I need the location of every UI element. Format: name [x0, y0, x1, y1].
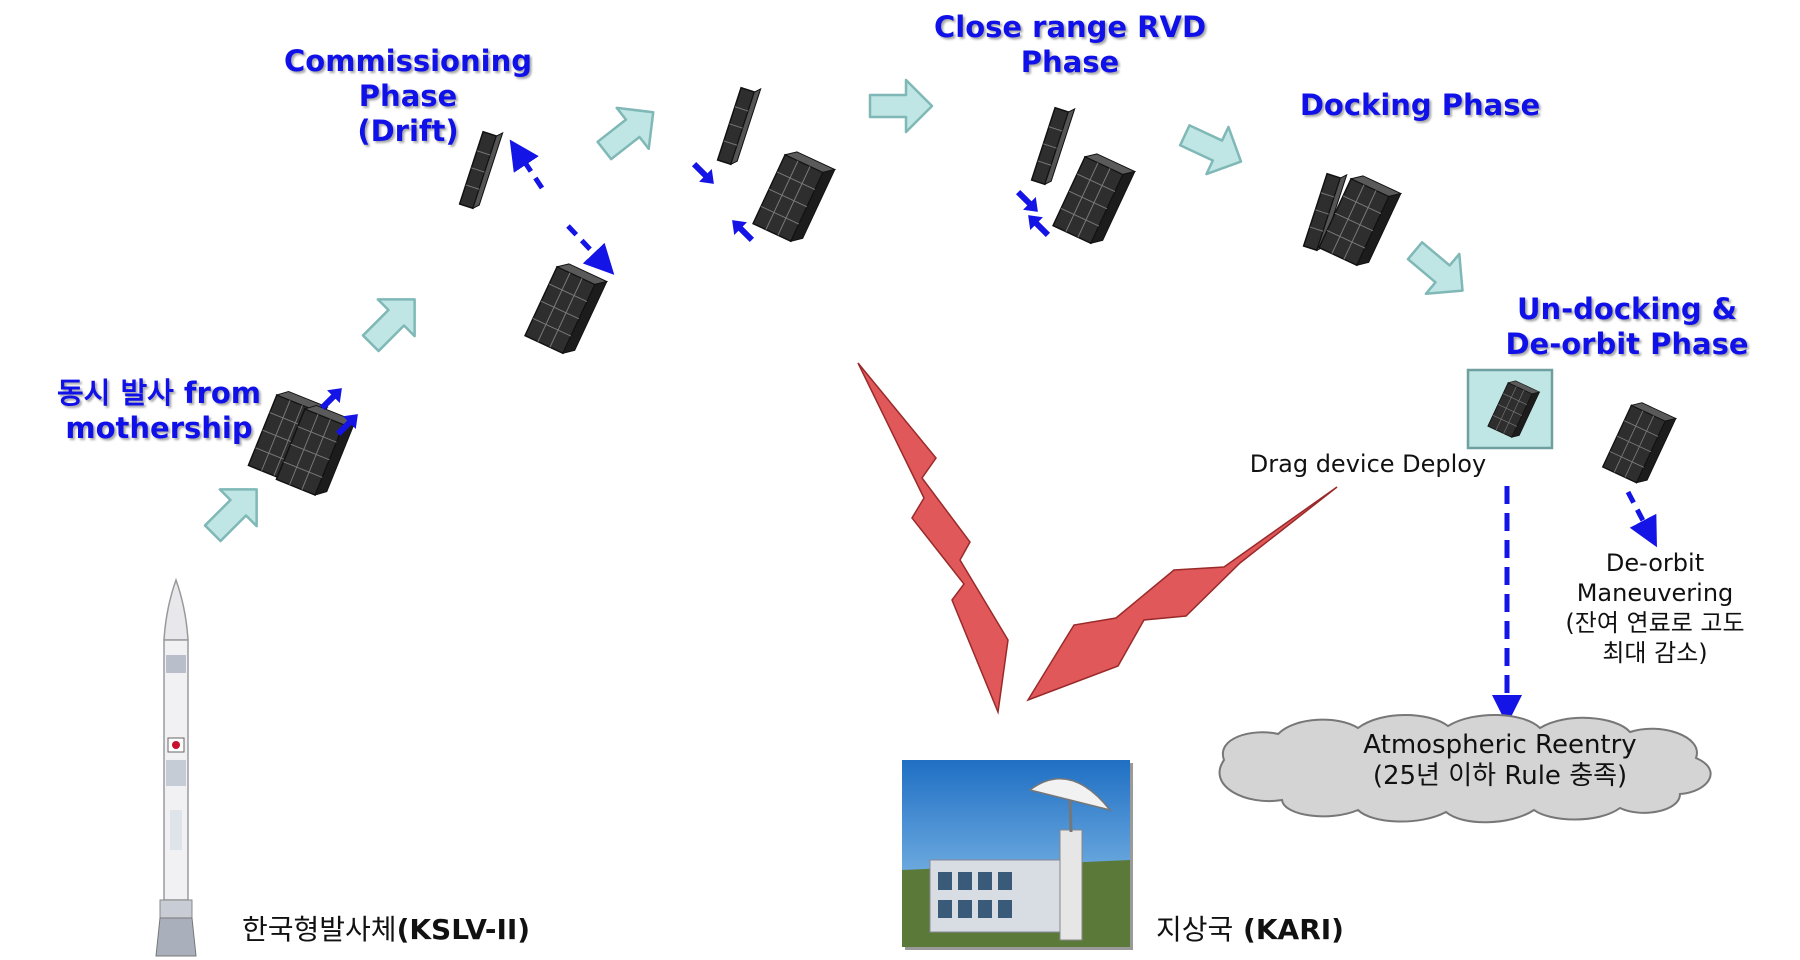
motion-arrows [315, 139, 1657, 725]
satellites [247, 82, 1677, 500]
cloud-shape [1218, 713, 1712, 824]
satellite-icon [752, 147, 836, 246]
reentry-label: Atmospheric Reentry(25년 이하 Rule 충족) [1363, 730, 1637, 791]
comm-link-left [857, 362, 1009, 715]
ground-station-caption: 지상국 (KARI) [1156, 908, 1344, 948]
satellite-icon [1030, 102, 1076, 187]
flow-arrow-3 [587, 90, 671, 173]
flow-arrow-1 [193, 469, 277, 553]
motion-arrow [1021, 208, 1055, 242]
flow-arrow-6 [1397, 229, 1481, 312]
comm-link-right [1026, 486, 1338, 702]
satellite-icon [716, 82, 762, 167]
flow-arrows [193, 78, 1481, 553]
rocket-caption-kr: 한국형발사체 [242, 913, 397, 946]
ground-caption-en: (KARI) [1233, 913, 1344, 946]
drag-device-label: Drag device Deploy [1249, 450, 1487, 478]
ground-caption-kr: 지상국 [1156, 913, 1234, 946]
phase-label-undocking: Un-docking &De-orbit Phase [1505, 292, 1749, 361]
dashed-arrow [509, 139, 545, 190]
flow-arrow-2 [351, 279, 435, 363]
satellite-icon [1602, 398, 1677, 487]
rocket-icon [155, 577, 197, 957]
dashed-arrow [566, 224, 615, 275]
dashed-arrow [1625, 490, 1657, 548]
motion-arrow [687, 157, 721, 191]
motion-arrow [725, 213, 759, 247]
comm-links [857, 362, 1338, 715]
rocket-caption-en: (KSLV-II) [396, 913, 531, 946]
phase-label-docking: Docking Phase [1299, 88, 1541, 122]
flow-arrow-5 [1172, 110, 1254, 187]
satellite-icon [1052, 149, 1136, 248]
ground-station-photo [902, 760, 1133, 950]
satellite-icon [524, 259, 608, 358]
flow-arrow-4 [868, 78, 934, 134]
rocket-caption: 한국형발사체(KSLV-II) [242, 908, 530, 948]
motion-arrow [1011, 185, 1045, 219]
